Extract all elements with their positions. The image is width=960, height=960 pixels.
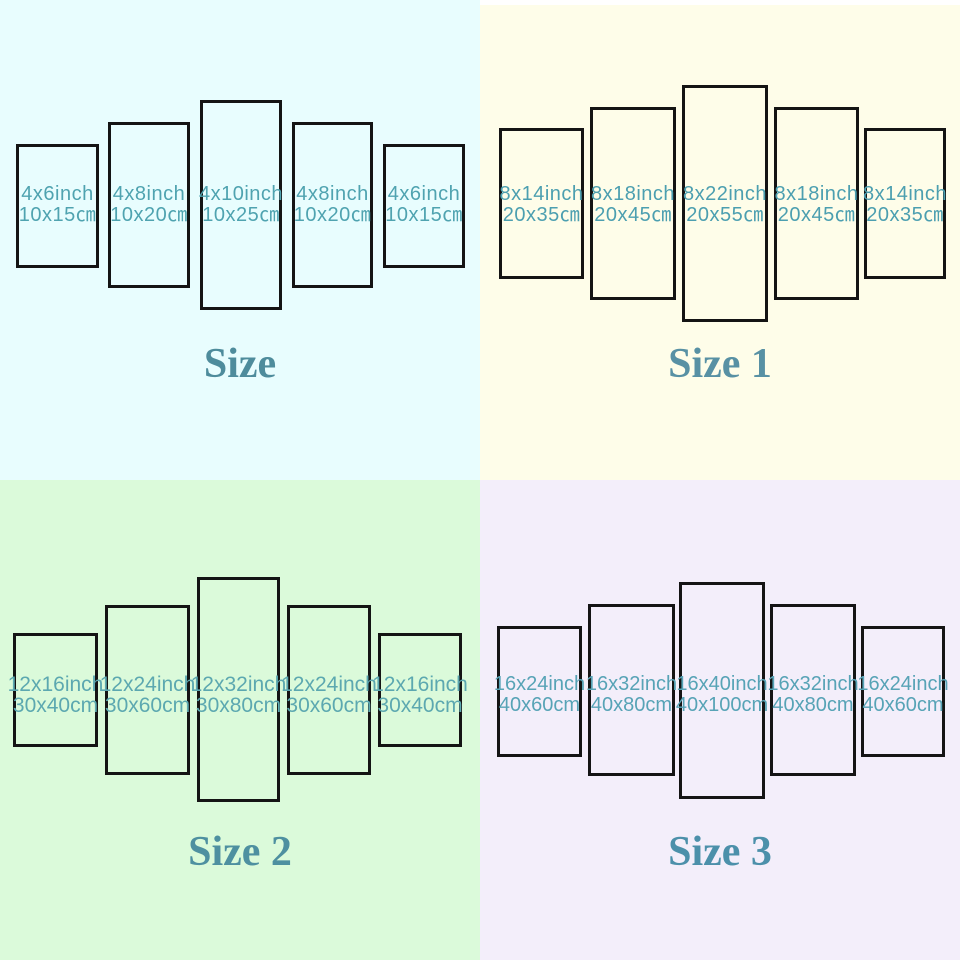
canvas-panel-outline (200, 100, 282, 310)
size-inch-text: 8x14inch (499, 183, 584, 205)
size-inch-text: 8x14inch (862, 183, 948, 205)
size-cm-text: 40x60cm (862, 694, 944, 716)
canvas-panel-outline (861, 626, 945, 757)
size-inch-text: 8x18inch (590, 183, 676, 205)
size-inch-text: 4x8inch (296, 183, 369, 205)
canvas-panel-outline (590, 107, 676, 300)
size-inch-text: 16x40inch (676, 673, 768, 695)
size-cm-text: 10x20㎝ (293, 204, 372, 226)
size-inch-text: 4x8inch (112, 183, 186, 205)
size-cm-text: 40x80cm (590, 694, 673, 716)
size-inch-text: 12x24inch (99, 673, 196, 696)
canvas-panel-outline (682, 85, 768, 322)
white-top-strip (480, 0, 960, 5)
size-cm-text: 20x45㎝ (594, 204, 672, 226)
canvas-panel-outline (197, 577, 280, 802)
size-cm-text: 10x25㎝ (202, 204, 280, 226)
quadrant-title: Size (203, 341, 277, 387)
canvas-panel-outline (378, 633, 462, 747)
size-cm-text: 30x60cm (286, 694, 372, 717)
canvas-panel-outline (864, 128, 946, 279)
size-inch-text: 16x24inch (857, 673, 949, 695)
size-cm-text: 10x15㎝ (385, 204, 463, 226)
size-inch-text: 12x32inch (190, 673, 287, 696)
size-inch-text: 12x16inch (372, 673, 468, 696)
size-inch-text: 16x32inch (585, 673, 678, 695)
size-cm-text: 30x80cm (195, 694, 282, 717)
size-cm-text: 20x45㎝ (777, 204, 856, 226)
size-cm-text: 40x80cm (772, 694, 854, 716)
size-inch-text: 12x16inch (7, 673, 104, 696)
canvas-panel-outline (383, 144, 465, 268)
canvas-panel-outline (16, 144, 99, 268)
canvas-panel-outline (287, 605, 371, 775)
canvas-panel-outline (499, 128, 584, 279)
size-inch-text: 4x6inch (21, 183, 94, 205)
size-cm-text: 10x20㎝ (110, 204, 188, 226)
size-inch-text: 16x32inch (767, 673, 859, 695)
size-cm-text: 40x100cm (675, 694, 769, 716)
size-inch-text: 8x18inch (774, 183, 859, 205)
size-cm-text: 20x55㎝ (686, 204, 764, 226)
size-inch-text: 8x22inch (682, 183, 768, 205)
canvas-panel-outline (105, 605, 190, 775)
canvas-panel-outline (497, 626, 582, 757)
size-inch-text: 16x24inch (493, 673, 586, 695)
size-cm-text: 20x35㎝ (502, 204, 581, 226)
canvas-panel-outline (774, 107, 859, 300)
canvas-panel-outline (770, 604, 856, 776)
quadrant-title: Size 2 (188, 829, 292, 875)
size-cm-text: 10x15㎝ (18, 204, 97, 226)
size-cm-text: 30x40cm (377, 694, 463, 717)
quadrant-title: Size 3 (668, 829, 772, 875)
size-inch-text: 12x24inch (281, 673, 377, 696)
canvas-panel-outline (588, 604, 675, 776)
size-cm-text: 20x35㎝ (866, 204, 944, 226)
size-inch-text: 4x10inch (198, 183, 284, 205)
size-inch-text: 4x6inch (387, 183, 461, 205)
quadrant-title: Size 1 (668, 341, 772, 387)
canvas-panel-outline (108, 122, 190, 288)
size-cm-text: 30x40cm (12, 694, 99, 717)
canvas-panel-outline (292, 122, 373, 288)
size-cm-text: 30x60cm (104, 694, 191, 717)
canvas-panel-outline (13, 633, 98, 747)
canvas-panel-outline (679, 582, 765, 799)
size-cm-text: 40x60cm (498, 694, 581, 716)
